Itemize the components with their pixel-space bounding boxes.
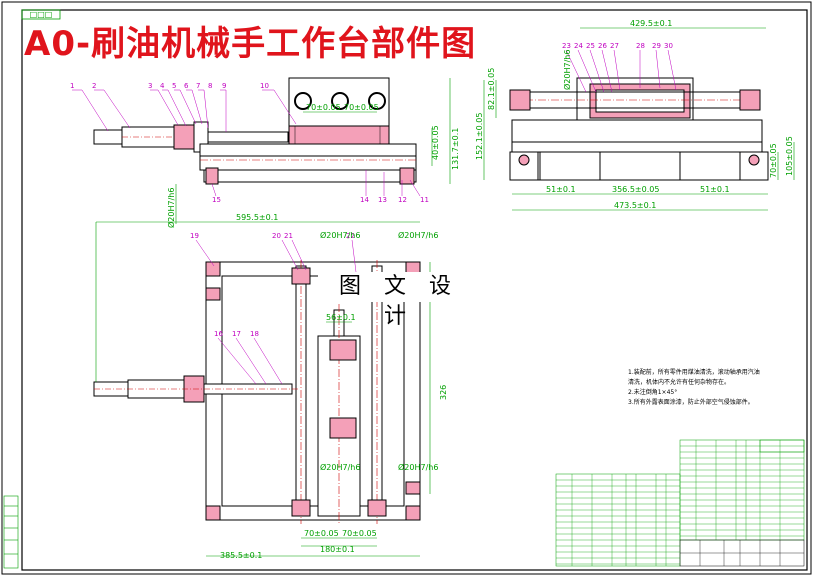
table-grid bbox=[556, 440, 804, 566]
part-label: 28 bbox=[636, 42, 645, 50]
part-label: 18 bbox=[250, 330, 259, 338]
note-line: 3.所有外露表面涂漆，防止外部空气侵蚀部件。 bbox=[628, 398, 754, 406]
dim-label: Ø20H7/h6 bbox=[320, 462, 360, 472]
dim-label: Ø20H7/h6 bbox=[166, 188, 176, 228]
dim-label: 70±0.05 bbox=[304, 529, 339, 538]
part-label: 14 bbox=[360, 196, 369, 204]
dim-label: 385.5±0.1 bbox=[220, 551, 262, 560]
part-label: 8 bbox=[208, 82, 212, 90]
part-label: 20 bbox=[272, 232, 281, 240]
dim-label: 473.5±0.1 bbox=[614, 201, 656, 210]
note-line: 清洗，机体内不允许有任何杂物存在。 bbox=[628, 378, 730, 386]
part-label: 22 bbox=[346, 232, 355, 240]
part-label: 17 bbox=[232, 330, 241, 338]
part-label: 7 bbox=[196, 82, 200, 90]
dim-label: Ø20H7/h6 bbox=[320, 230, 360, 240]
dim-label: 82.1±0.05 bbox=[487, 68, 496, 110]
dim-label: 40±0.05 bbox=[431, 125, 440, 160]
dim-label: Ø20H7/h6 bbox=[398, 230, 438, 240]
part-label: 10 bbox=[260, 82, 269, 90]
dim-label: 152.1±0.05 bbox=[475, 113, 484, 160]
part-label: 11 bbox=[420, 196, 429, 204]
dim-label: Ø20H7/h6 bbox=[562, 50, 572, 90]
dim-label: 70±0.05 bbox=[306, 103, 341, 112]
dim-label: 51±0.1 bbox=[546, 185, 576, 194]
dim-label: Ø20H7/h6 bbox=[398, 462, 438, 472]
part-label: 26 bbox=[598, 42, 607, 50]
part-label: 6 bbox=[184, 82, 189, 90]
part-label: 25 bbox=[586, 42, 595, 50]
dim-label: 70±0.05 bbox=[344, 103, 379, 112]
technical-notes: 1.装配前，所有零件用煤油清洗，滚动轴承用汽油 清洗，机体内不允许有任何杂物存在… bbox=[628, 368, 760, 406]
part-label: 13 bbox=[378, 196, 387, 204]
cylinder-body bbox=[93, 129, 123, 145]
front-view: 1 2 3 4 5 6 7 8 9 10 11 12 13 14 15 70±0… bbox=[70, 77, 460, 228]
part-label: 1 bbox=[70, 82, 74, 90]
dim-label: 595.5±0.1 bbox=[236, 213, 278, 222]
dim-label: 56±0.1 bbox=[326, 313, 356, 322]
part-label: 5 bbox=[172, 82, 176, 90]
dim-label: 326 bbox=[439, 385, 448, 400]
part-label: 15 bbox=[212, 196, 221, 204]
part-label: 3 bbox=[148, 82, 152, 90]
frame-tag: □□□ bbox=[30, 10, 53, 19]
dim-label: 180±0.1 bbox=[320, 545, 355, 554]
part-label: 21 bbox=[284, 232, 293, 240]
watermark: 图 文 设 计 bbox=[318, 272, 480, 329]
dim-label: 70±0.05 bbox=[342, 529, 377, 538]
part-label: 29 bbox=[652, 42, 661, 50]
part-label: 23 bbox=[562, 42, 571, 50]
dim-label: 356.5±0.05 bbox=[612, 185, 659, 194]
dim-label: 70±0.05 bbox=[769, 143, 778, 178]
dim-label: 429.5±0.1 bbox=[630, 19, 672, 28]
part-label: 9 bbox=[222, 82, 226, 90]
part-label: 16 bbox=[214, 330, 223, 338]
parts-list-table bbox=[555, 439, 805, 567]
part-label: 4 bbox=[160, 82, 165, 90]
part-label: 24 bbox=[574, 42, 583, 50]
note-line: 1.装配前，所有零件用煤油清洗，滚动轴承用汽油 bbox=[628, 368, 760, 376]
dim-label: 105±0.05 bbox=[785, 136, 794, 176]
plan-view: 19 20 21 22 16 17 18 595.5±0.1 Ø20H7/h6 … bbox=[93, 213, 448, 560]
frame-tag-box bbox=[21, 9, 61, 20]
dim-label: 51±0.1 bbox=[700, 185, 730, 194]
side-view: 23 24 25 26 27 28 29 30 429.5±0.1 Ø20H7/… bbox=[475, 19, 795, 211]
part-label: 2 bbox=[92, 82, 96, 90]
left-margin-strip bbox=[3, 495, 19, 569]
part-label: 19 bbox=[190, 232, 199, 240]
note-line: 2.未注倒角1×45° bbox=[628, 388, 677, 396]
part-label: 27 bbox=[610, 42, 619, 50]
dim-label: 131.7±0.1 bbox=[451, 128, 460, 170]
drawing-title: A0-刷油机械手工作台部件图 bbox=[24, 24, 477, 64]
part-label: 30 bbox=[664, 42, 673, 50]
drawing-frame bbox=[21, 9, 808, 571]
part-label: 12 bbox=[398, 196, 407, 204]
